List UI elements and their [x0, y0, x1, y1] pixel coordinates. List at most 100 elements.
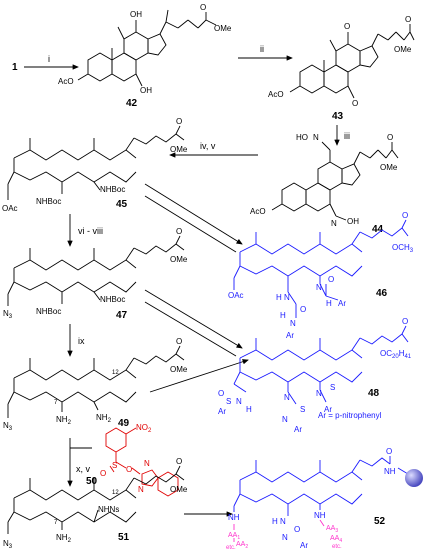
position-12-49: 12 — [112, 370, 119, 376]
arrow-47-to-48-a — [144, 289, 243, 349]
group-ome-49: OMe — [170, 365, 188, 374]
position-7-49: 7 — [54, 400, 58, 406]
group-no2-50: NO2 — [136, 423, 152, 434]
compound-label-49: 49 — [118, 418, 130, 429]
group-o-43c: O — [405, 15, 411, 24]
group-o-52b: O — [294, 525, 300, 534]
group-o-49: O — [176, 337, 182, 346]
group-ar-46b: Ar — [338, 299, 346, 308]
group-n-48d: N — [316, 389, 322, 398]
group-oh-42a: OH — [130, 10, 142, 19]
group-s-50: S — [112, 461, 117, 470]
group-ome-42: OMe — [214, 24, 232, 33]
group-ome-45: OMe — [170, 145, 188, 154]
group-nh-52c: NH — [314, 511, 326, 520]
group-n-44a: N — [313, 133, 319, 142]
step-label-iii: iii — [344, 131, 350, 141]
group-n-46c: N — [316, 283, 322, 292]
arrow-49-to-48 — [149, 359, 249, 393]
step-label-i: i — [48, 54, 50, 64]
structure-46 — [233, 219, 409, 318]
group-o-46: O — [402, 211, 408, 220]
group-ar-46a: Ar — [286, 331, 294, 340]
group-n-52a: N — [280, 517, 286, 526]
arrow-45-to-46-b — [144, 195, 237, 253]
arrow-47-to-48-b — [144, 301, 237, 357]
structure-49 — [7, 345, 185, 418]
compound-label-42: 42 — [126, 98, 138, 109]
peptide-chain-right — [319, 519, 325, 527]
group-ar-48a: Ar — [218, 407, 226, 416]
group-n-48a: N — [236, 397, 242, 406]
step-label-ix: ix — [78, 336, 85, 346]
group-n-44b: N — [331, 219, 337, 228]
peptide-etc-left: etc. — [226, 545, 236, 550]
group-ar-48c: Ar — [324, 405, 332, 414]
step-label-iv-v: iv, v — [200, 141, 216, 151]
group-ho-44a: HO — [296, 133, 308, 142]
step-label-x-v: x, v — [76, 464, 91, 474]
position-7-51: 7 — [54, 520, 58, 526]
group-nh-52: NH — [384, 467, 396, 476]
structure-52 — [233, 456, 409, 516]
group-n-50b: N — [138, 485, 144, 494]
structure-45 — [7, 125, 185, 200]
group-o-43a: O — [344, 22, 350, 31]
group-s-48: S — [226, 397, 231, 406]
group-oc20h41-48: OC20H41 — [380, 349, 412, 360]
peptide-aa3: AA3 — [326, 525, 338, 534]
compound-label-50: 50 — [86, 476, 98, 487]
peptide-aa1: AA1 — [228, 532, 240, 541]
group-o-46b: O — [300, 305, 306, 314]
group-oh-42b: OH — [140, 86, 152, 95]
group-o-48: O — [402, 317, 408, 326]
group-n3-51: N3 — [3, 539, 13, 550]
group-ome-43: OMe — [394, 45, 412, 54]
compound-label-43: 43 — [332, 111, 344, 122]
group-nhboc-45b: NHBoc — [36, 197, 61, 206]
peptide-aa4: AA4 — [330, 535, 342, 544]
group-h-46a: H — [276, 293, 282, 302]
structure-44 — [271, 141, 399, 221]
group-ome-51: OMe — [170, 485, 188, 494]
group-n-50a: N — [144, 459, 150, 468]
group-o-45: O — [176, 117, 182, 126]
compound-label-51: 51 — [118, 532, 130, 543]
group-n-48c: N — [282, 415, 288, 424]
group-n3-49: N3 — [3, 421, 13, 432]
structure-48 — [233, 325, 409, 405]
group-o-44: O — [387, 133, 393, 142]
group-h-46c: H — [326, 299, 332, 308]
group-n-46a: N — [284, 293, 290, 302]
compound-label-46: 46 — [376, 288, 388, 299]
group-n-48b: N — [284, 393, 290, 402]
group-o-42: O — [200, 3, 206, 12]
group-och3-46: OCH3 — [392, 243, 414, 254]
ar-definition: Ar = p-nitrophenyl — [318, 411, 382, 420]
group-oh-44: OH — [347, 217, 359, 226]
group-s-48c: S — [330, 383, 335, 392]
group-nh2-49a: NH2 — [96, 413, 112, 424]
group-nhboc-45a: NHBoc — [100, 185, 125, 194]
group-aco-42: AcO — [58, 77, 74, 86]
resin-bead — [405, 469, 423, 487]
group-nhns-51: NHNs — [98, 505, 119, 514]
group-h-46b: H — [280, 311, 286, 320]
group-o-50a: O — [126, 465, 132, 474]
group-o-43b: O — [352, 99, 358, 108]
compound-label-45: 45 — [116, 199, 128, 210]
peptide-etc-right: etc. — [332, 544, 342, 550]
group-aco-43: AcO — [268, 90, 284, 99]
compound-label-52: 52 — [374, 516, 386, 527]
group-n-52b: N — [282, 533, 288, 542]
group-o-52: O — [386, 447, 392, 456]
group-h-52a: H — [272, 517, 278, 526]
peptide-aa2: AA2 — [236, 541, 248, 550]
group-nh-52b: NH — [228, 513, 240, 522]
group-ar-52: Ar — [300, 541, 308, 550]
group-oac-46: OAc — [228, 291, 244, 300]
group-ome-47: OMe — [170, 255, 188, 264]
group-o-47: O — [176, 227, 182, 236]
group-ome-44: OMe — [380, 163, 398, 172]
